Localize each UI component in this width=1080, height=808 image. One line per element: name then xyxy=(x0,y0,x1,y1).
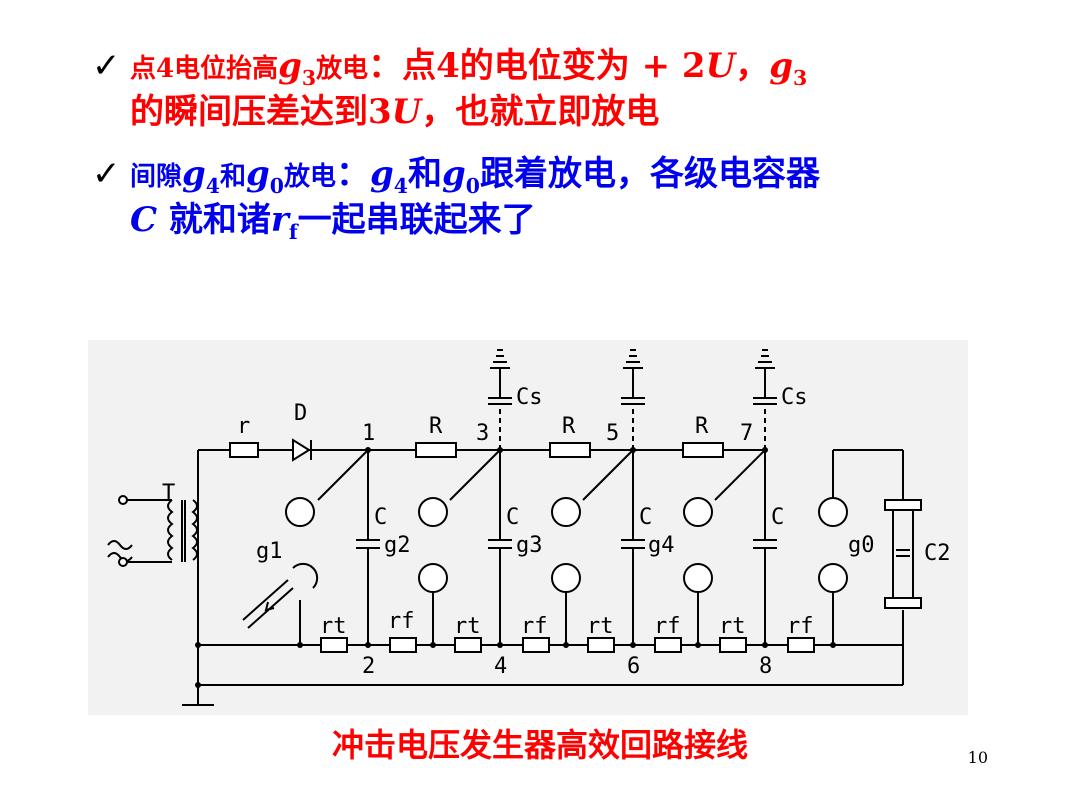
label-R2: R xyxy=(562,414,576,439)
label-g1: g1 xyxy=(256,539,283,564)
label-rt3: rt xyxy=(587,614,614,639)
label-g3: g3 xyxy=(516,533,543,558)
node-3: 3 xyxy=(476,421,489,446)
label-rt4: rt xyxy=(719,614,746,639)
label-rf4: rf xyxy=(787,614,814,639)
node-4: 4 xyxy=(494,654,507,679)
bullet-2-line-2: C 就和诸rf一起串联起来了 xyxy=(130,200,536,244)
check-icon: ✓ xyxy=(92,46,121,86)
node-2: 2 xyxy=(362,654,375,679)
label-g4: g4 xyxy=(648,533,675,558)
label-Cs2: Cs xyxy=(781,385,808,410)
label-g0: g0 xyxy=(848,533,875,558)
label-D: D xyxy=(294,401,307,426)
circuit-diagram: r D 1 R 3 R 5 R 7 Cs Cs T C C C C g1 g2 … xyxy=(88,340,968,715)
bullet-1-line-2: 的瞬间压差达到3U，也就立即放电 xyxy=(130,92,660,132)
label-R3: R xyxy=(695,414,709,439)
label-rt1: rt xyxy=(320,614,347,639)
node-6: 6 xyxy=(627,654,640,679)
bullet-2-line-1: 间隙g4和g0放电：g4和g0跟着放电，各级电容器 xyxy=(130,154,820,198)
label-C2: C xyxy=(506,505,519,530)
label-Cap2: C2 xyxy=(924,541,951,566)
label-C1: C xyxy=(374,505,387,530)
node-5: 5 xyxy=(606,421,619,446)
label-T: T xyxy=(162,481,175,506)
check-icon: ✓ xyxy=(92,154,121,194)
node-7: 7 xyxy=(740,421,753,446)
label-rf3: rf xyxy=(654,614,681,639)
figure-caption: 冲击电压发生器高效回路接线 xyxy=(331,726,748,764)
label-g2: g2 xyxy=(384,533,411,558)
label-rf1: rf xyxy=(388,609,415,634)
label-C4: C xyxy=(771,505,784,530)
label-Cs1: Cs xyxy=(516,385,543,410)
node-8: 8 xyxy=(759,654,772,679)
label-r: r xyxy=(237,414,250,439)
node-1: 1 xyxy=(362,421,375,446)
bullet-1-line-1: 点4电位抬高g3放电：点4的电位变为 + 2U，g3 xyxy=(130,46,808,90)
label-rt2: rt xyxy=(454,614,481,639)
label-rf2: rf xyxy=(521,614,548,639)
label-C3: C xyxy=(639,505,652,530)
page-number: 10 xyxy=(967,748,988,767)
label-R1: R xyxy=(429,414,443,439)
